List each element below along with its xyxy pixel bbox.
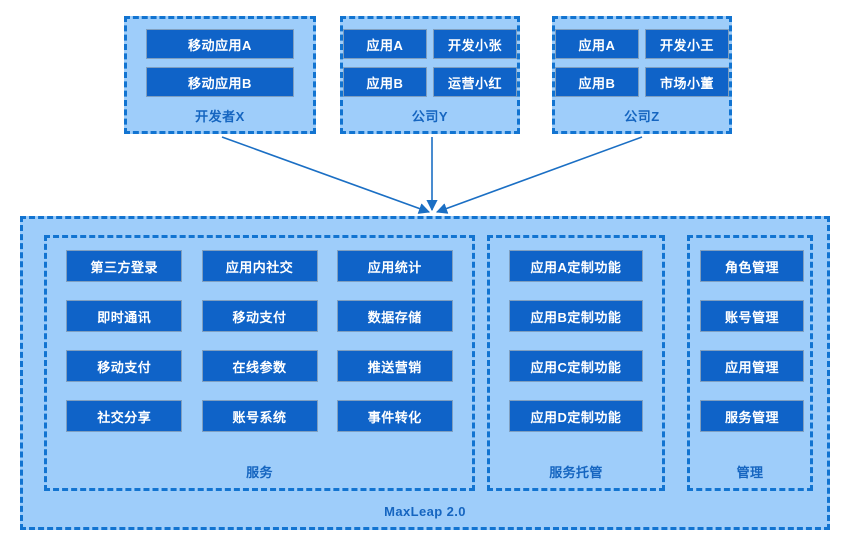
actor-label: 公司Z (624, 109, 660, 124)
subpanel-service[interactable]: 第三方登录 即时通讯 移动支付 社交分享 应用内社交 移动支付 在线参数 账号系… (44, 235, 475, 491)
service-chip[interactable]: 在线参数 (201, 350, 318, 382)
actor-row: 移动应用B (127, 67, 313, 97)
service-chip[interactable]: 移动支付 (201, 300, 318, 332)
actor-rows: 应用A 开发小王 应用B 市场小董 (555, 29, 729, 97)
actor-rows: 应用A 开发小张 应用B 运营小红 (343, 29, 517, 97)
actor-row: 应用A 开发小张 (343, 29, 517, 59)
service-chip[interactable]: 移动支付 (66, 350, 183, 382)
platform-panel[interactable]: 第三方登录 即时通讯 移动支付 社交分享 应用内社交 移动支付 在线参数 账号系… (20, 216, 830, 530)
hosting-chip[interactable]: 应用C定制功能 (509, 350, 643, 382)
service-chip[interactable]: 账号系统 (201, 400, 318, 432)
member-chip[interactable]: 开发小王 (645, 29, 729, 59)
app-chip[interactable]: 应用A (555, 29, 639, 59)
service-chip[interactable]: 应用内社交 (201, 250, 318, 282)
app-chip[interactable]: 应用B (555, 67, 639, 97)
member-chip[interactable]: 市场小董 (645, 67, 729, 97)
hosting-chip[interactable]: 应用B定制功能 (509, 300, 643, 332)
management-chip[interactable]: 角色管理 (700, 250, 804, 282)
app-chip[interactable]: 应用A (343, 29, 427, 59)
subpanel-label: 管理 (736, 465, 764, 480)
actor-row: 应用B 运营小红 (343, 67, 517, 97)
hosting-chip[interactable]: 应用A定制功能 (509, 250, 643, 282)
actor-label: 公司Y (411, 109, 449, 124)
service-chip[interactable]: 社交分享 (66, 400, 183, 432)
actor-group-developer-x[interactable]: 移动应用A 移动应用B 开发者X (124, 16, 316, 134)
member-chip[interactable]: 运营小红 (433, 67, 517, 97)
subpanel-label: 服务托管 (549, 465, 603, 480)
subpanel-grid: 角色管理 账号管理 应用管理 服务管理 (690, 250, 810, 432)
service-chip[interactable]: 即时通讯 (66, 300, 183, 332)
actor-label: 开发者X (195, 109, 245, 124)
subpanel-grid: 第三方登录 即时通讯 移动支付 社交分享 应用内社交 移动支付 在线参数 账号系… (47, 250, 472, 432)
service-chip[interactable]: 事件转化 (336, 400, 453, 432)
actor-rows: 移动应用A 移动应用B (127, 29, 313, 97)
actor-row: 移动应用A (127, 29, 313, 59)
subpanel-service-hosting[interactable]: 应用A定制功能 应用B定制功能 应用C定制功能 应用D定制功能 服务托管 (487, 235, 665, 491)
hosting-chip[interactable]: 应用D定制功能 (509, 400, 643, 432)
service-chip[interactable]: 推送营销 (336, 350, 453, 382)
subpanel-column: 角色管理 账号管理 应用管理 服务管理 (700, 250, 804, 432)
app-chip[interactable]: 移动应用B (146, 67, 294, 97)
service-chip[interactable]: 数据存储 (336, 300, 453, 332)
connector-company-z-to-platform (435, 136, 643, 214)
actor-row: 应用A 开发小王 (555, 29, 729, 59)
actor-group-company-z[interactable]: 应用A 开发小王 应用B 市场小董 公司Z (552, 16, 732, 134)
app-chip[interactable]: 移动应用A (146, 29, 294, 59)
management-chip[interactable]: 应用管理 (700, 350, 804, 382)
subpanel-management[interactable]: 角色管理 账号管理 应用管理 服务管理 管理 (687, 235, 813, 491)
member-chip[interactable]: 开发小张 (433, 29, 517, 59)
platform-title: MaxLeap 2.0 (384, 504, 466, 519)
app-chip[interactable]: 应用B (343, 67, 427, 97)
subpanel-column: 应用统计 数据存储 推送营销 事件转化 (336, 250, 453, 432)
management-chip[interactable]: 服务管理 (700, 400, 804, 432)
management-chip[interactable]: 账号管理 (700, 300, 804, 332)
subpanel-column: 第三方登录 即时通讯 移动支付 社交分享 (66, 250, 183, 432)
subpanel-label: 服务 (246, 465, 273, 480)
subpanel-grid: 应用A定制功能 应用B定制功能 应用C定制功能 应用D定制功能 (490, 250, 662, 432)
connector-developer-x-to-platform (221, 136, 431, 214)
service-chip[interactable]: 第三方登录 (66, 250, 183, 282)
platform-inner: 第三方登录 即时通讯 移动支付 社交分享 应用内社交 移动支付 在线参数 账号系… (23, 219, 827, 527)
actor-row: 应用B 市场小董 (555, 67, 729, 97)
actor-group-company-y[interactable]: 应用A 开发小张 应用B 运营小红 公司Y (340, 16, 520, 134)
subpanel-column: 应用内社交 移动支付 在线参数 账号系统 (201, 250, 318, 432)
subpanel-column: 应用A定制功能 应用B定制功能 应用C定制功能 应用D定制功能 (509, 250, 643, 432)
service-chip[interactable]: 应用统计 (336, 250, 453, 282)
